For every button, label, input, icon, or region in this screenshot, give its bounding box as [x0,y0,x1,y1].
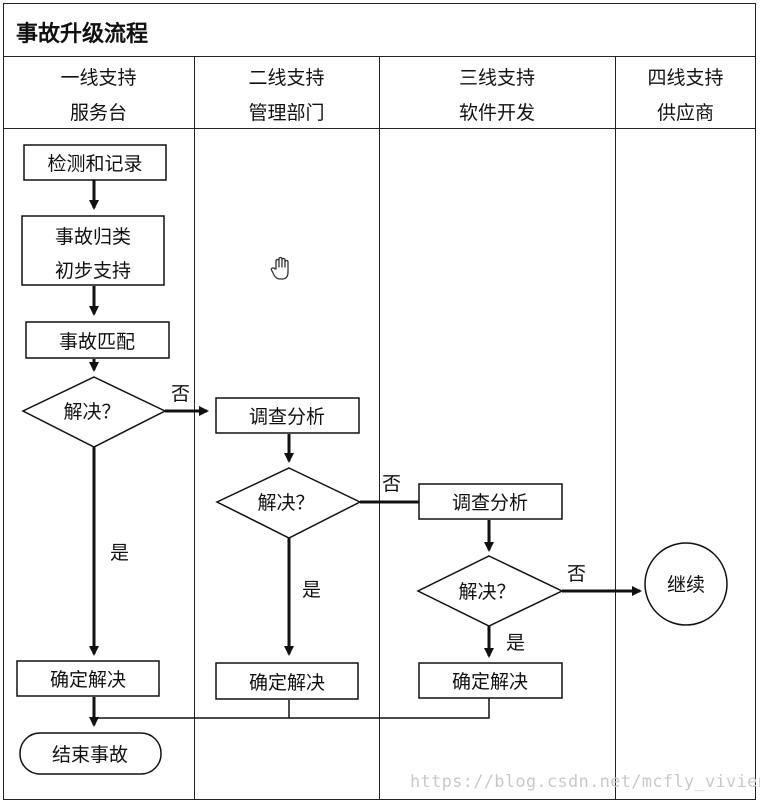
lane-2-subtitle: 管理部门 [248,102,325,124]
edge-label-no-3: 否 [567,563,586,585]
node-end: 结束事故 [19,732,162,775]
lane-divider-3 [615,57,616,800]
node-investigate2-label: 调查分析 [249,406,325,428]
lane-header-3: 三线支持 软件开发 [379,57,615,129]
node-confirm3: 确定解决 [418,662,563,699]
node-match-label: 事故匹配 [59,331,135,353]
lane-3-subtitle: 软件开发 [458,102,535,124]
lane-header-4: 四线支持 供应商 [615,57,756,129]
lane-4-subtitle: 供应商 [656,102,714,124]
node-investigate2: 调查分析 [215,397,360,434]
node-end-label: 结束事故 [52,744,128,766]
node-decide1: 解决？ [21,376,167,448]
node-detect-label: 检测和记录 [47,153,142,175]
lane-2-title: 二线支持 [248,67,325,89]
node-match: 事故匹配 [25,321,170,359]
lane-3-title: 三线支持 [458,67,535,89]
node-decide1-label: 解决？ [63,401,120,423]
lane-1-subtitle: 服务台 [69,102,127,124]
lane-1-title: 一线支持 [60,67,137,89]
edge-label-yes-3: 是 [506,632,525,654]
node-continue: 继续 [644,542,728,626]
edge-label-no-2: 否 [382,473,401,495]
lane-header-1: 一线支持 服务台 [3,57,194,129]
lane-divider-2 [379,57,380,800]
edge-label-yes-1: 是 [110,542,129,564]
node-confirm3-label: 确定解决 [452,671,528,693]
node-classify: 事故归类 初步支持 [21,215,165,286]
node-decide2: 解决？ [215,467,362,539]
node-classify-label-1: 事故归类 [55,226,131,248]
connectors [89,180,642,727]
watermark: https://blog.csdn.net/mcfly_vivien [410,772,760,792]
node-decide3-label: 解决？ [458,581,515,603]
node-confirm2-label: 确定解决 [249,672,325,694]
node-confirm2: 确定解决 [215,662,359,700]
lane-4-title: 四线支持 [647,67,724,89]
node-classify-label-2: 初步支持 [55,260,131,282]
node-investigate3-label: 调查分析 [452,492,528,514]
node-decide2-label: 解决？ [257,492,314,514]
node-detect: 检测和记录 [23,144,167,181]
node-confirm1-label: 确定解决 [50,669,126,691]
title-bar: 事故升级流程 [3,3,756,57]
hand-pointer-icon [270,256,289,280]
node-investigate3: 调查分析 [418,483,563,520]
merge-line-confirm3 [94,698,490,719]
diagram-title: 事故升级流程 [16,22,149,47]
edge-label-yes-2: 是 [302,579,321,601]
node-continue-label: 继续 [667,574,705,596]
node-confirm1: 确定解决 [16,660,160,697]
lane-divider-1 [194,57,195,800]
node-decide3: 解决？ [416,555,564,627]
edge-label-no-1: 否 [171,383,190,405]
lane-header-2: 二线支持 管理部门 [194,57,379,129]
